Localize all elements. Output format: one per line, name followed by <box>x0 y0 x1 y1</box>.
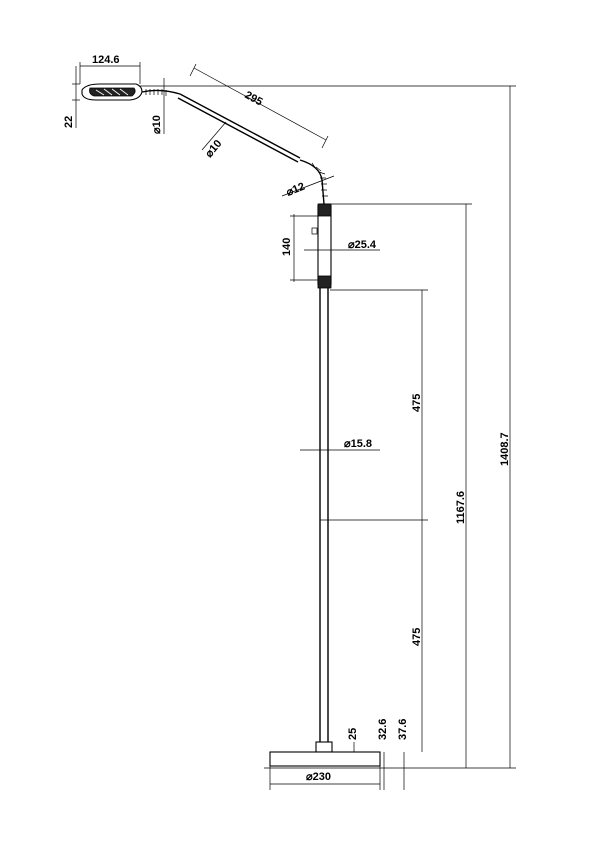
height-to-switch-dim: 1167.6 <box>330 203 472 768</box>
pole-upper-label: 475 <box>411 394 423 412</box>
switch-dia-dim: ⌀25.4 <box>304 239 380 251</box>
arm-length-label: 295 <box>243 89 265 108</box>
pole-segment-dims: 475 475 <box>320 289 428 752</box>
pole-lower-label: 475 <box>411 628 423 646</box>
pole-dia-dim: ⌀15.8 <box>300 438 380 451</box>
total-height-dim: 1408.7 <box>140 85 516 768</box>
base-plate-1-label: 32.6 <box>377 719 389 740</box>
head-height-label: 22 <box>63 116 75 128</box>
gooseneck-upper <box>141 89 181 96</box>
switch-length-label: 140 <box>281 238 293 256</box>
arm <box>177 93 301 163</box>
base-plate-2-label: 37.6 <box>397 719 409 740</box>
head-width-label: 124.6 <box>92 54 120 66</box>
gooseneck-dia-dim: ⌀10 <box>151 78 165 134</box>
lamp-head <box>81 83 143 101</box>
base <box>269 741 381 767</box>
base-dia-dim: ⌀230 <box>269 766 381 790</box>
switch-body <box>317 203 332 289</box>
pole-dia-label: ⌀15.8 <box>344 438 372 450</box>
total-height-label: 1408.7 <box>499 432 511 466</box>
switch-dia-label: ⌀25.4 <box>348 239 377 251</box>
head-width-dim: 124.6 <box>79 54 141 84</box>
base-dims: 25 32.6 37.6 <box>264 719 516 790</box>
head-height-dim: 22 <box>63 66 80 128</box>
base-dia-label: ⌀230 <box>306 771 331 783</box>
height-to-switch-label: 1167.6 <box>455 491 467 524</box>
base-stem-label: 25 <box>347 728 359 740</box>
arm-dia-dim: ⌀10 <box>201 121 227 160</box>
gooseneck-dia-label: ⌀10 <box>151 115 163 134</box>
switch-length-dim: 140 <box>281 214 318 282</box>
joint-dia-dim: ⌀12 <box>281 175 335 199</box>
gooseneck-lower <box>299 159 328 205</box>
joint-dia-label: ⌀12 <box>285 181 307 199</box>
arm-dia-label: ⌀10 <box>203 138 224 160</box>
pole <box>319 288 329 750</box>
